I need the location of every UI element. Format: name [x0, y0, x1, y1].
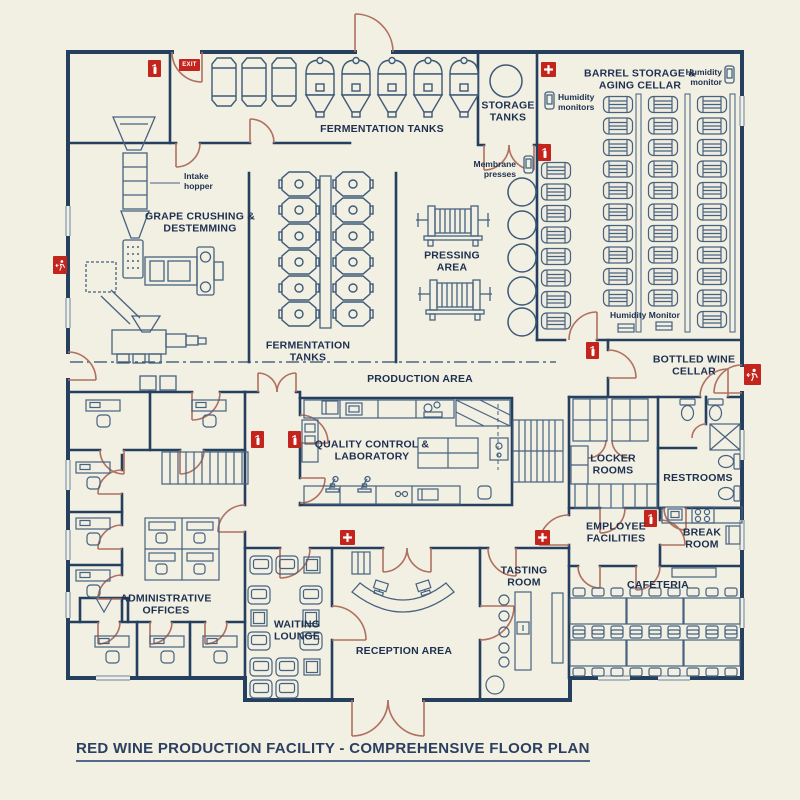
stairs-admin: [161, 451, 249, 485]
label-humidity-monitors: Humidity monitors: [558, 91, 595, 112]
label-tasting-room: TASTING ROOM: [500, 564, 548, 589]
break-room-fixtures: [661, 506, 743, 545]
label-cafeteria: CAFETERIA: [627, 578, 689, 591]
fire-extinguisher-icon: [586, 342, 599, 359]
label-break-room: BREAK ROOM: [682, 526, 722, 551]
label-locker-rooms: LOCKER ROOMS: [590, 452, 636, 477]
label-administrative-offices: ADMINISTRATIVE OFFICES: [120, 592, 212, 617]
extinguisher-glyph: [541, 147, 546, 158]
page-title: RED WINE PRODUCTION FACILITY - COMPREHEN…: [76, 740, 590, 762]
humidity-monitor-device: [523, 65, 735, 333]
running-man-glyph: [746, 368, 758, 381]
admin-office-fixtures: [75, 399, 238, 664]
fermentation-tanks-top-row: [211, 56, 479, 118]
exit-sign: EXIT: [179, 59, 200, 71]
label-grape-crushing: GRAPE CRUSHING & DESTEMMING: [145, 210, 255, 235]
label-fermentation-tanks-top: FERMENTATION TANKS: [320, 122, 444, 135]
label-storage-tanks: STORAGE TANKS: [481, 99, 535, 124]
label-humidity-monitor-wall: Humidity Monitor: [610, 309, 680, 320]
fire-extinguisher-icon: [538, 144, 551, 161]
barrel-storage-racks: [540, 93, 736, 333]
extinguisher-glyph: [589, 345, 594, 356]
tasting-room-fixtures: [485, 591, 564, 695]
emergency-exit-icon: [744, 364, 761, 385]
reception-fixtures: [351, 551, 455, 613]
restroom-fixtures: [679, 398, 741, 502]
membrane-press-tanks: [507, 177, 537, 337]
storage-tank: [489, 64, 523, 98]
fire-extinguisher-icon: [251, 431, 264, 448]
first-aid-icon: [541, 62, 556, 77]
first-aid-icon: [340, 530, 355, 545]
label-restrooms: RESTROOMS: [663, 471, 733, 484]
quality-control-lab-fixtures: [301, 399, 511, 505]
extinguisher-glyph: [254, 434, 259, 445]
grape-crushing-equipment: [85, 116, 224, 391]
extinguisher-glyph: [291, 434, 296, 445]
label-intake-hopper: Intake hopper: [184, 170, 213, 191]
label-employee-facilities: EMPLOYEE FACILITIES: [586, 520, 646, 545]
label-bottled-wine-cellar: BOTTLED WINE CELLAR: [652, 353, 736, 378]
label-humidity-monitor: Humidity monitor: [685, 66, 722, 87]
first-aid-icon: [535, 530, 550, 545]
locker-room-fixtures: [570, 398, 658, 509]
cross-glyph: [343, 533, 352, 542]
running-man-glyph: [54, 259, 65, 271]
fire-extinguisher-icon: [644, 510, 657, 527]
label-membrane-presses: Membrane presses: [473, 158, 516, 179]
cafeteria-fixtures: [569, 567, 741, 677]
fire-extinguisher-icon: [148, 60, 161, 77]
label-waiting-lounge: WAITING LOUNGE: [273, 618, 321, 643]
cross-glyph: [544, 65, 553, 74]
cross-glyph: [538, 533, 547, 542]
fire-extinguisher-icon: [288, 431, 301, 448]
fermentation-tanks-mid-room: [278, 171, 374, 329]
label-fermentation-tanks-mid: FERMENTATION TANKS: [265, 339, 351, 364]
label-quality-control: QUALITY CONTROL & LABORATORY: [314, 438, 430, 463]
stairs-central: [512, 419, 564, 483]
label-pressing-area: PRESSING AREA: [424, 249, 480, 274]
extinguisher-glyph: [151, 63, 156, 74]
label-reception-area: RECEPTION AREA: [355, 644, 453, 657]
label-barrel-storage: BARREL STORAGE & AGING CELLAR: [584, 67, 696, 92]
label-production-area: PRODUCTION AREA: [367, 372, 473, 385]
window-segments: [64, 96, 746, 682]
exit-sign-label: EXIT: [182, 62, 197, 68]
emergency-exit-icon: [53, 256, 67, 274]
extinguisher-glyph: [647, 513, 652, 524]
